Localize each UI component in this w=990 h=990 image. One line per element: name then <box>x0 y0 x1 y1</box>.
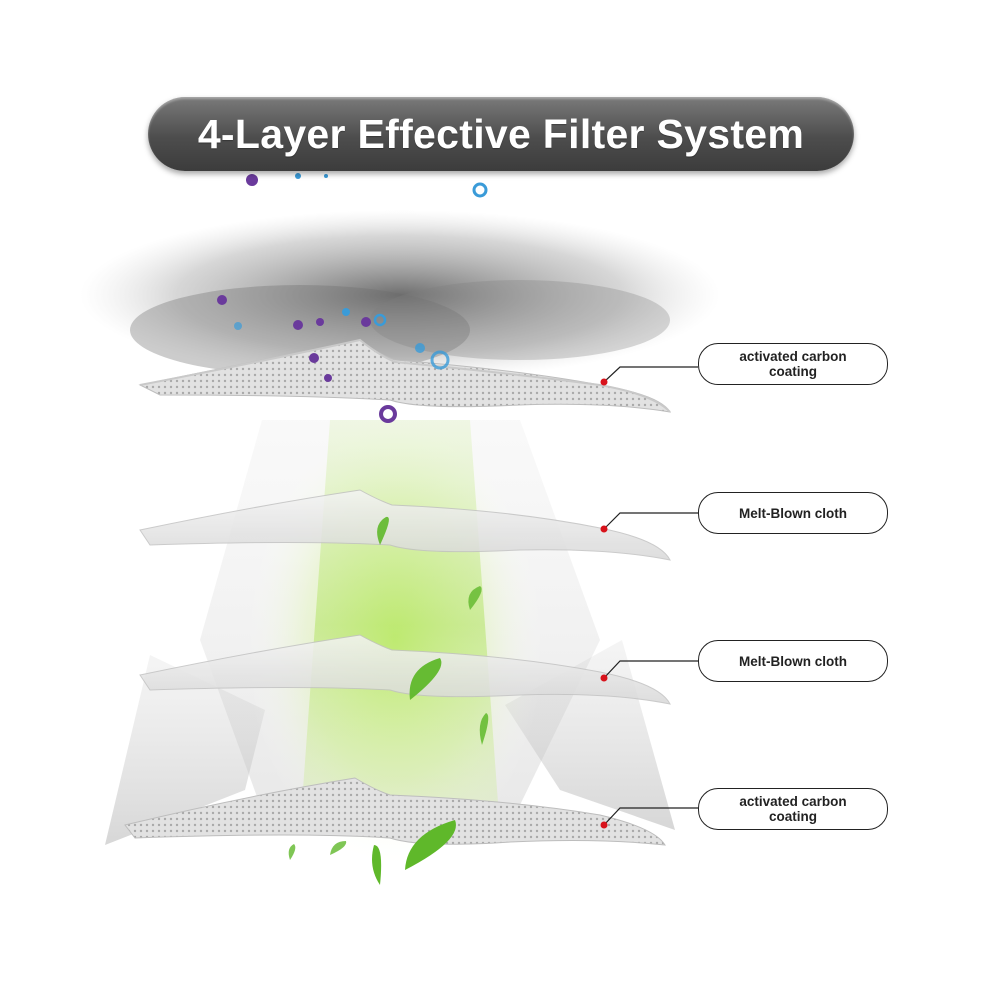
marker-dots <box>600 378 608 829</box>
title-banner: 4-Layer Effective Filter System <box>148 97 854 171</box>
layer-2-label: Melt-Blown cloth <box>698 492 888 534</box>
layer-2-label-text: Melt-Blown cloth <box>739 505 847 521</box>
leader-lines <box>603 366 698 826</box>
layer-3-label: Melt-Blown cloth <box>698 640 888 682</box>
particles <box>217 173 488 423</box>
layer-1-label-text: activated carbon coating <box>739 349 847 379</box>
dust-cloud <box>80 210 720 380</box>
layer-4-label: activated carbon coating <box>698 788 888 830</box>
layer-3-label-text: Melt-Blown cloth <box>739 653 847 669</box>
layer-4-label-text: activated carbon coating <box>739 794 847 824</box>
green-beam <box>300 420 500 830</box>
leaves <box>288 516 489 885</box>
page-title: 4-Layer Effective Filter System <box>197 110 805 157</box>
layer-3-sheet <box>139 634 671 705</box>
layer-4-sheet <box>124 777 666 846</box>
layer-1-label: activated carbon coating <box>698 343 888 385</box>
layer-2-sheet <box>139 489 671 561</box>
